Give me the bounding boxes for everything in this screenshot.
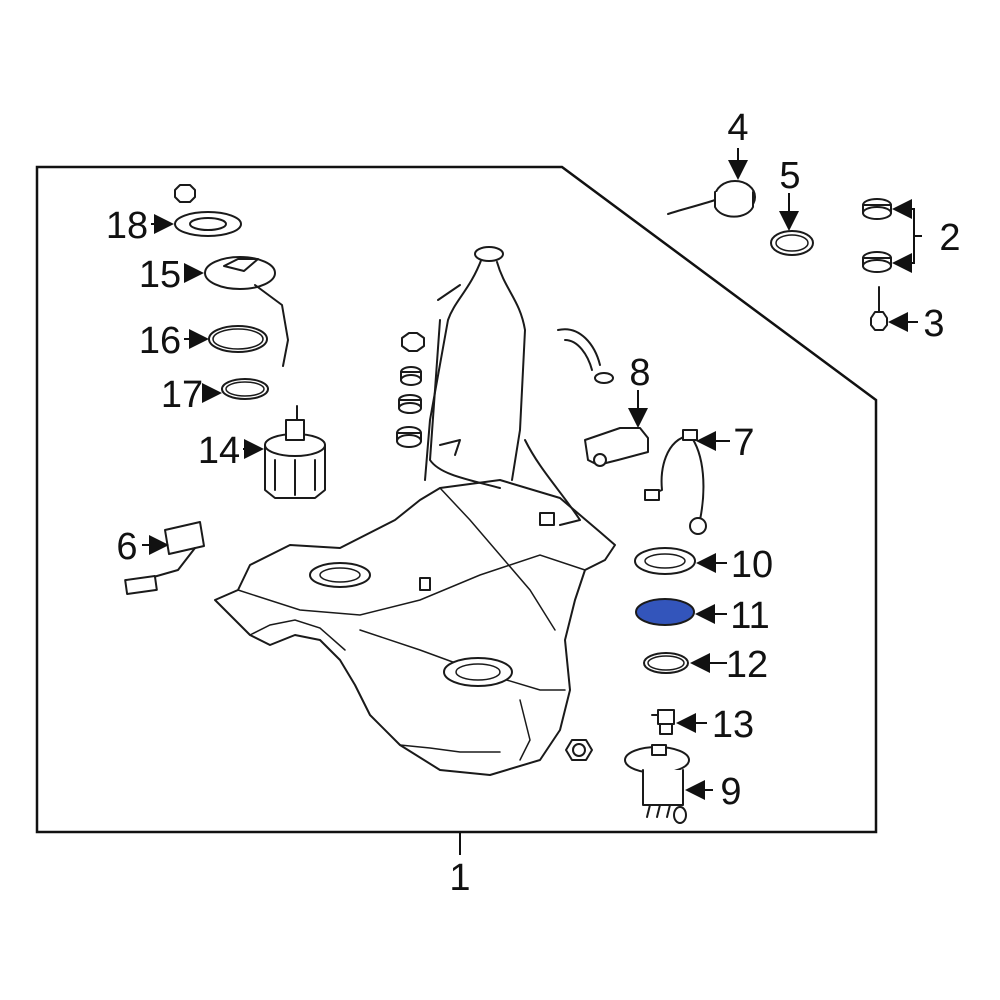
callout-11: 11 [730,595,769,637]
part-15-cover[interactable] [204,256,289,367]
callout-13: 13 [712,704,754,746]
callout-7: 7 [733,422,754,464]
part-3-bolt[interactable] [870,286,888,331]
callout-8: 8 [629,352,650,394]
part-9-pump-module[interactable] [624,744,690,824]
part-18-retainer[interactable] [174,184,242,237]
fuel-tank[interactable] [214,479,616,776]
part-6-sender-unit[interactable] [124,521,205,596]
part-2-bushings[interactable] [862,198,892,273]
leader-2 [896,208,922,264]
tank-bolt [565,739,593,761]
assembly-frame [35,165,878,834]
vent-hose[interactable] [557,328,614,384]
callout-5: 5 [779,155,800,197]
filler-neck[interactable] [424,246,581,526]
part-7-harness[interactable] [644,429,707,535]
callout-9: 9 [720,771,741,813]
callout-15: 15 [139,254,181,296]
callout-2: 2 [939,217,960,259]
part-12-o-ring[interactable] [643,652,689,674]
callout-14: 14 [198,430,240,472]
callout-10: 10 [731,544,773,586]
part-10-lock-ring[interactable] [634,547,696,575]
part-4-filler-cap[interactable] [667,180,756,218]
part-8-sensor[interactable] [584,427,649,467]
callout-16: 16 [139,320,181,362]
callout-3: 3 [923,303,944,345]
callout-4: 4 [727,107,748,149]
part-13-valve[interactable] [651,709,675,735]
callout-18: 18 [106,205,148,247]
callout-17: 17 [161,374,203,416]
nut-stack [396,332,425,448]
callout-12: 12 [726,644,768,686]
part-14-fuel-pump[interactable] [264,405,326,499]
callout-1: 1 [449,857,470,899]
part-16-gasket[interactable] [208,325,268,353]
part-11-gasket-highlighted[interactable] [635,598,695,626]
callout-6: 6 [116,526,137,568]
part-5-seal[interactable] [770,230,814,256]
